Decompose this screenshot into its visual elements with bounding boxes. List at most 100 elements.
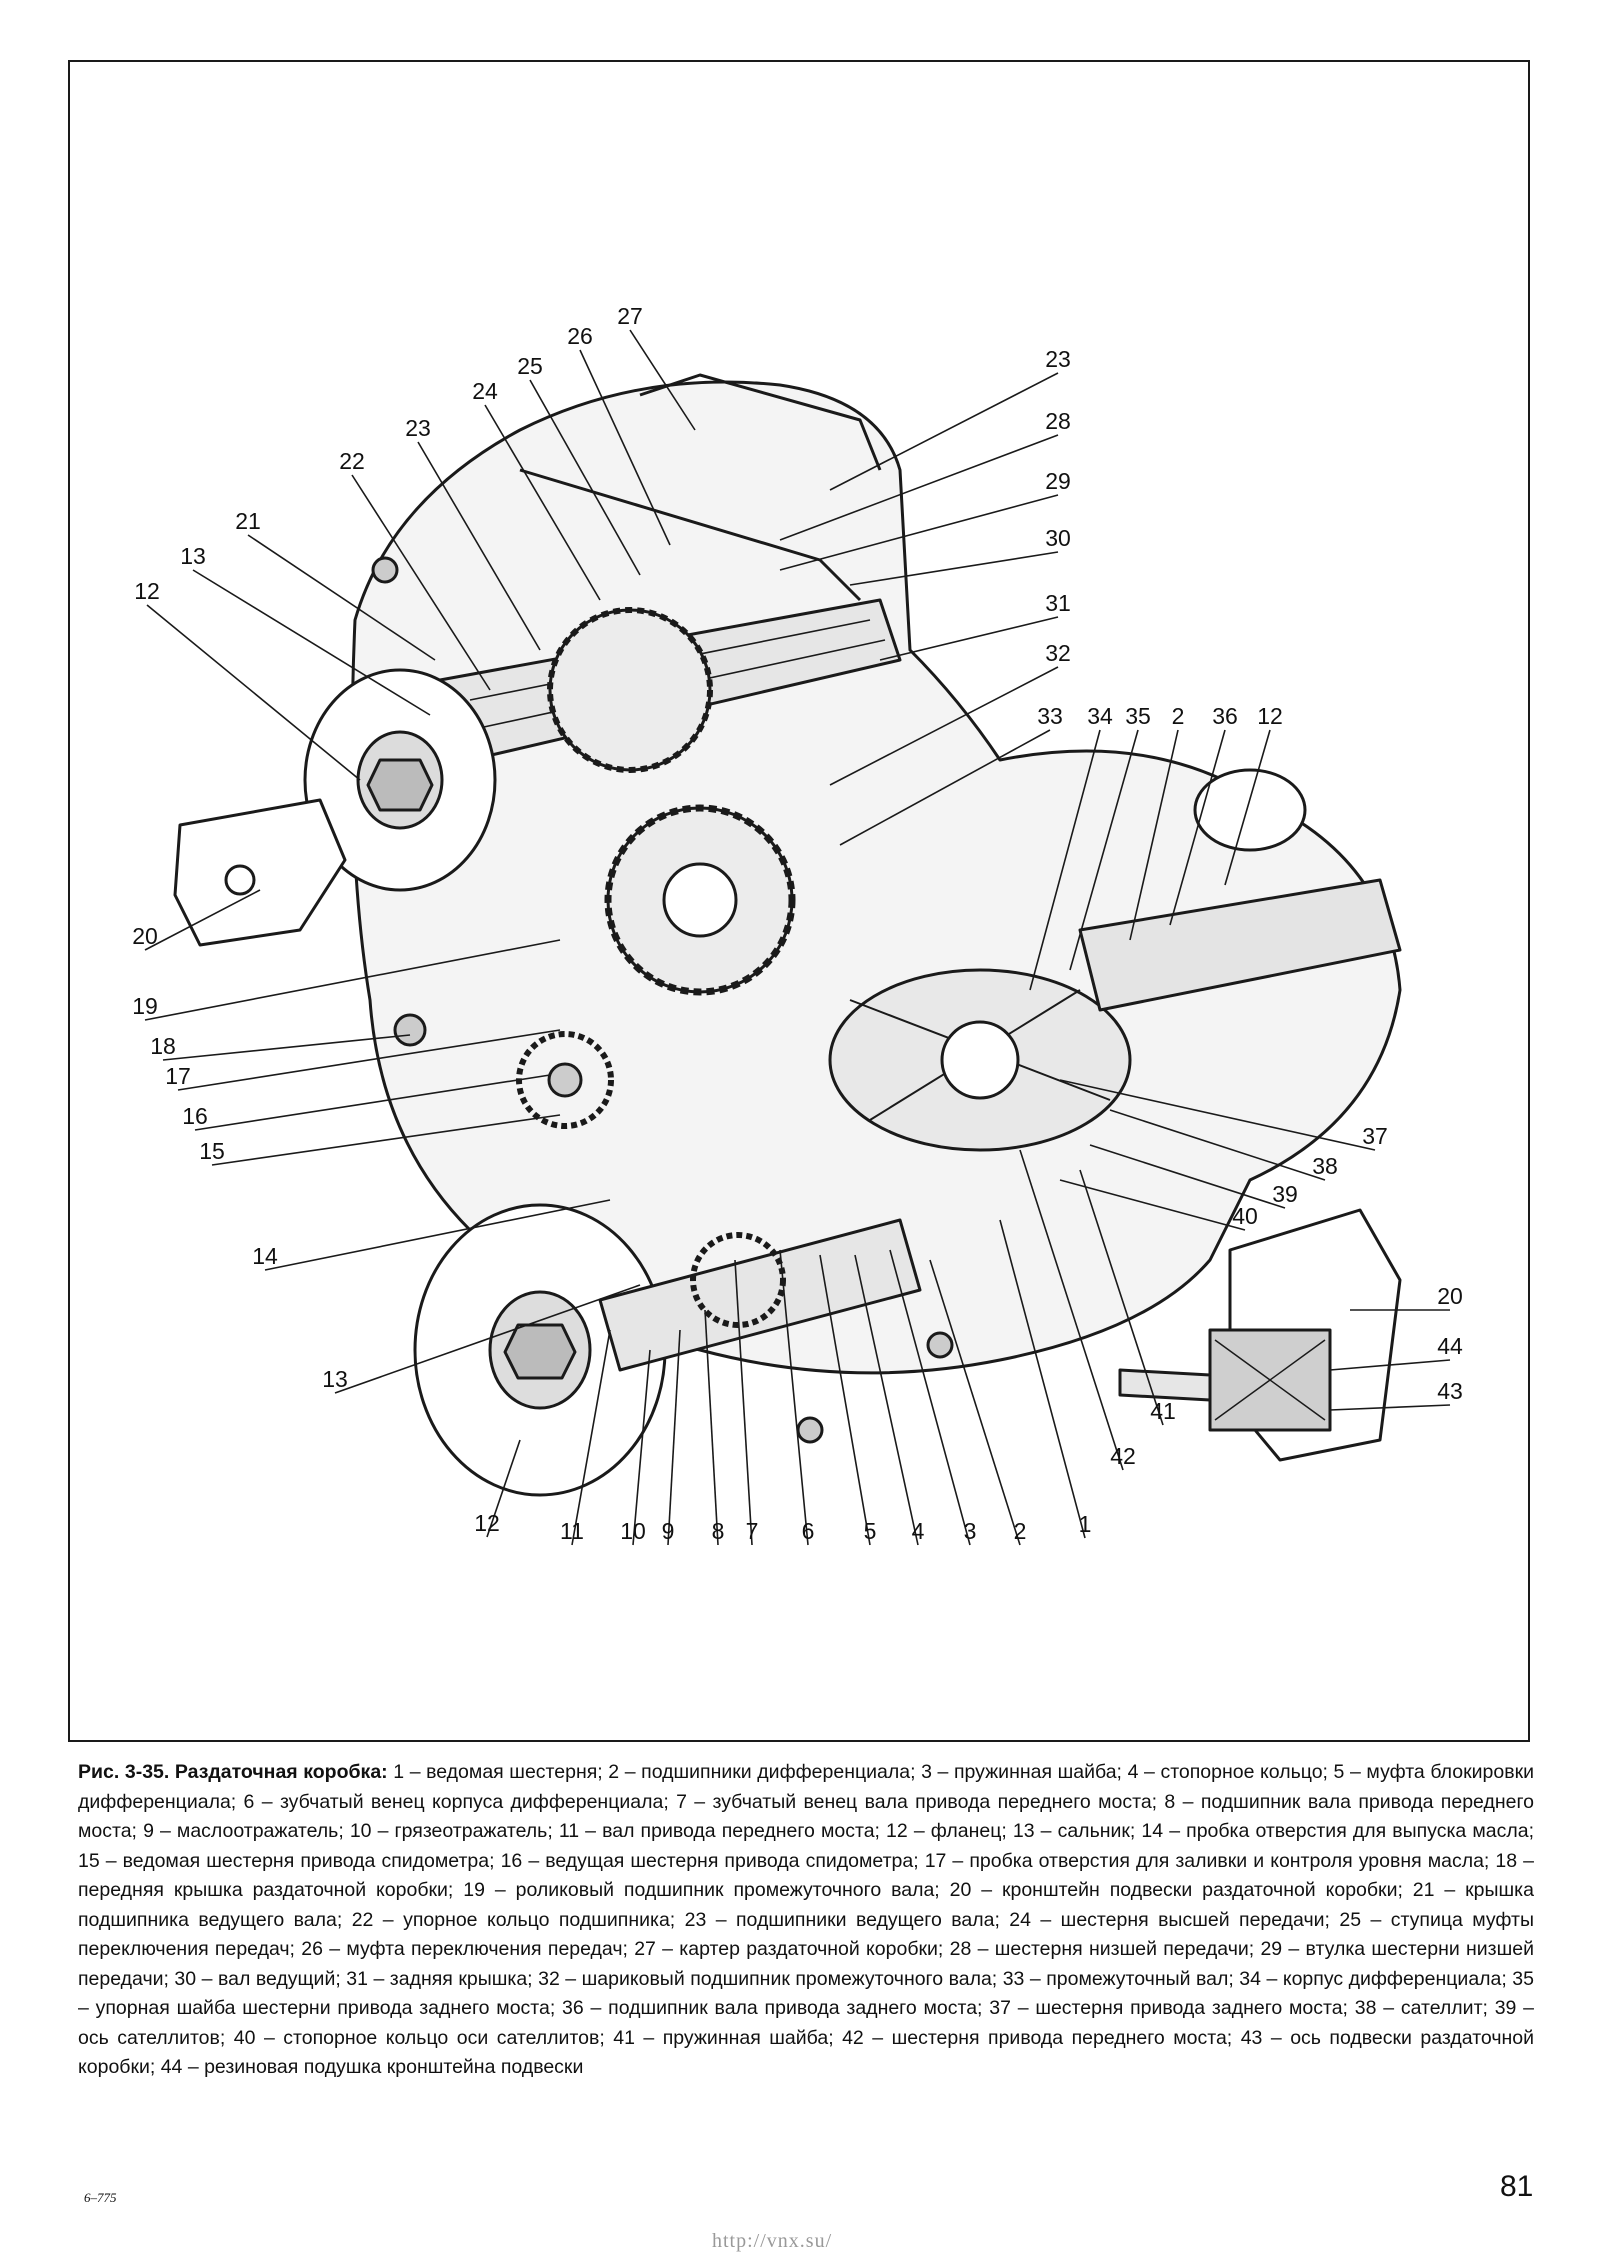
caption-label: Рис. 3-35. Раздаточная коробка: [78,1761,388,1783]
callout-number-21: 8 [712,1518,725,1544]
callout-leader-38 [1029,729,1101,991]
callout-leader-45 [1089,1144,1286,1209]
callout-leader-46 [1059,1179,1246,1231]
callout-leader-17 [486,1439,521,1538]
callout-leader-34 [849,551,1059,586]
callout-number-31: 23 [1045,346,1071,372]
callout-leader-48 [1329,1359,1451,1371]
callout-number-12: 17 [165,1063,191,1089]
callout-number-47: 20 [1437,1283,1463,1309]
callout-number-11: 18 [150,1033,176,1059]
callout-leader-14 [211,1114,561,1166]
callout-number-13: 16 [182,1103,208,1129]
callout-leader-3 [484,404,601,601]
callout-number-46: 40 [1232,1203,1258,1229]
callout-leader-7 [192,569,431,716]
callout-number-49: 43 [1437,1378,1463,1404]
callout-number-48: 44 [1437,1333,1463,1359]
callout-number-8: 12 [134,578,160,604]
page-number: 81 [1500,2170,1534,2203]
callout-leader-0 [629,329,696,431]
callout-leader-36 [829,666,1059,786]
drawing-outline [173,373,1402,1497]
callout-number-9: 20 [132,923,158,949]
callout-leader-28 [999,1219,1086,1539]
callout-number-35: 31 [1045,590,1071,616]
callout-number-34: 30 [1045,525,1071,551]
print-code: 6–775 [84,2190,117,2205]
callout-number-36: 32 [1045,640,1071,666]
callout-leader-31 [829,372,1059,491]
callout-leader-12 [177,1029,561,1091]
callout-leader-30 [1079,1169,1164,1426]
callout-leader-6 [247,534,436,661]
callout-number-30: 41 [1150,1398,1176,1424]
callout-number-6: 21 [235,508,261,534]
callout-leader-15 [264,1199,611,1271]
callout-number-1: 26 [567,323,593,349]
callout-number-3: 24 [472,378,498,404]
callout-leader-33 [779,494,1059,571]
callout-number-33: 29 [1045,468,1071,494]
callout-leader-19 [632,1349,651,1546]
callout-leader-42 [1224,729,1271,886]
callout-number-39: 35 [1125,703,1151,729]
callout-number-16: 13 [322,1366,348,1392]
callout-number-14: 15 [199,1138,225,1164]
caption-text: 1 – ведомая шестерня; 2 – подшипники диф… [78,1761,1534,2078]
callout-leader-25 [854,1254,919,1546]
callout-number-18: 11 [560,1518,584,1544]
callout-leader-18 [571,1329,611,1546]
callout-number-27: 2 [1014,1518,1027,1544]
callout-leader-20 [667,1329,681,1546]
callout-leader-24 [819,1254,871,1546]
callout-leader-13 [194,1074,551,1131]
callout-leader-1 [579,349,671,546]
callout-number-17: 12 [474,1510,500,1536]
callout-number-20: 9 [662,1518,675,1544]
callout-leader-8 [146,604,361,781]
callout-leader-9 [144,889,261,951]
callout-number-24: 5 [864,1518,877,1544]
callout-number-0: 27 [617,303,643,329]
callout-number-37: 33 [1037,703,1063,729]
callout-leader-40 [1129,729,1179,941]
figure-frame [68,60,1530,1742]
callout-leader-39 [1069,729,1139,971]
callout-number-26: 3 [964,1518,977,1544]
callout-leader-41 [1169,729,1226,926]
callout-number-42: 12 [1257,703,1283,729]
callout-leader-32 [779,434,1059,541]
watermark: http://vnx.su/ [712,2230,833,2252]
callout-leader-4 [417,441,541,651]
callout-number-10: 19 [132,993,158,1019]
callout-leader-27 [929,1259,1021,1546]
callout-number-15: 14 [252,1243,278,1269]
callout-leader-49 [1329,1404,1451,1411]
callout-leader-44 [1109,1109,1326,1181]
callout-leader-2 [529,379,641,576]
callout-leader-29 [1019,1149,1124,1471]
callout-number-38: 34 [1087,703,1113,729]
callout-number-41: 36 [1212,703,1238,729]
callout-number-28: 1 [1079,1511,1092,1537]
callout-leader-23 [779,1249,809,1546]
callout-leader-11 [162,1034,411,1061]
callout-leader-37 [839,729,1051,846]
callout-number-2: 25 [517,353,543,379]
callout-number-7: 13 [180,543,206,569]
callout-number-40: 2 [1172,703,1185,729]
callout-leader-16 [334,1284,641,1394]
callout-leader-10 [144,939,561,1021]
callout-leader-35 [879,616,1059,661]
callout-number-25: 4 [912,1518,925,1544]
callout-number-4: 23 [405,415,431,441]
callout-number-23: 6 [802,1518,815,1544]
figure-caption: Рис. 3-35. Раздаточная коробка: 1 – ведо… [78,1758,1534,2083]
callout-number-44: 38 [1312,1153,1338,1179]
callout-number-19: 10 [620,1518,646,1544]
callout-leader-21 [704,1309,719,1546]
callout-number-5: 22 [339,448,365,474]
callout-number-45: 39 [1272,1181,1298,1207]
